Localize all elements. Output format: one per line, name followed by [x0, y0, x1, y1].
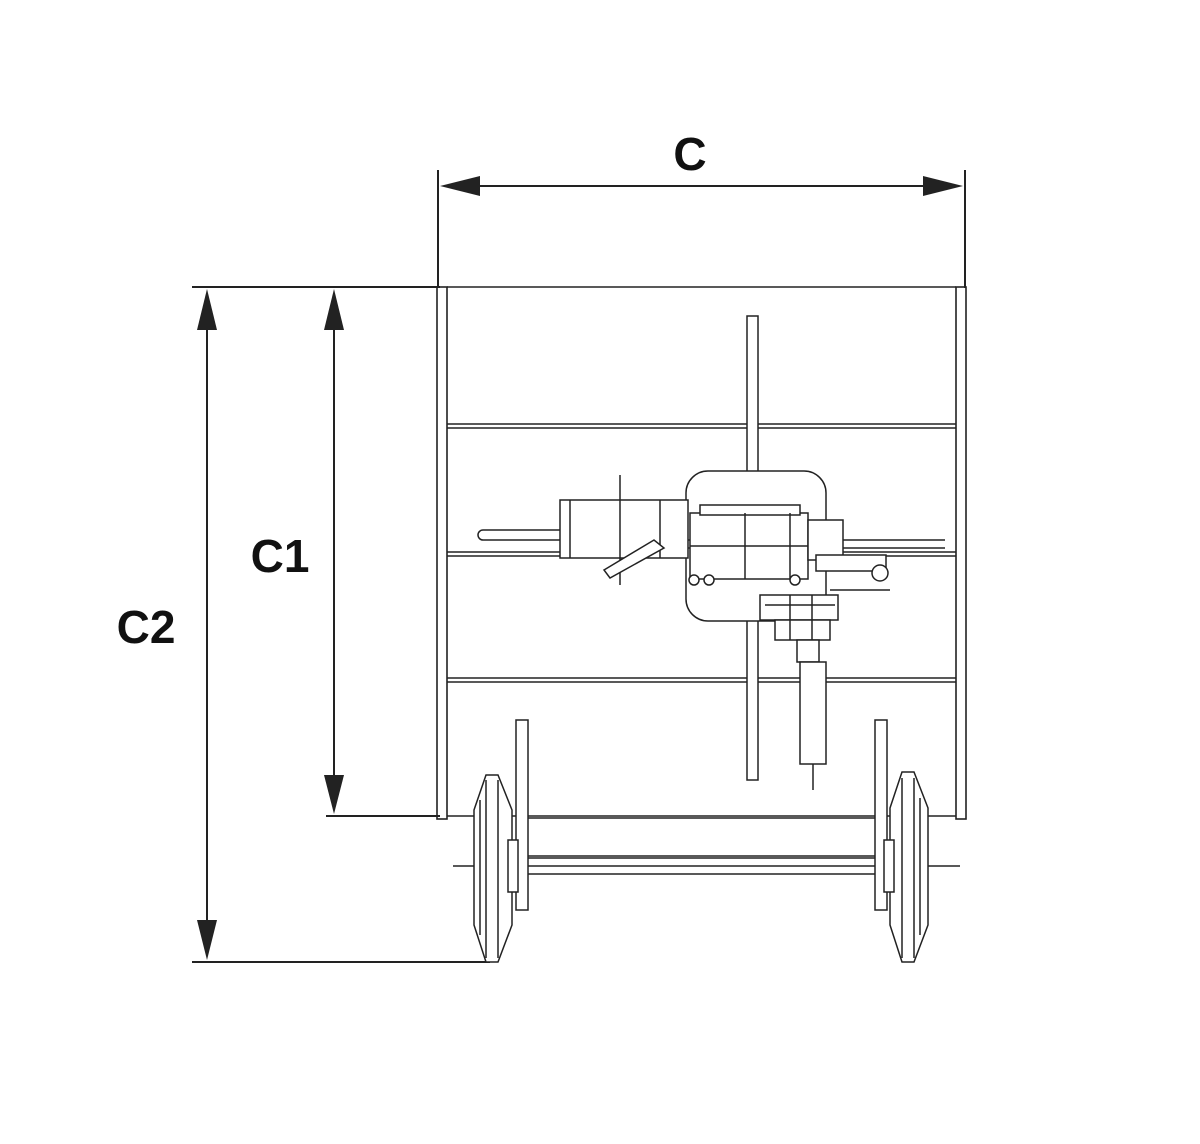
arrowhead-down: [324, 775, 344, 814]
wheel-axle: [453, 719, 960, 911]
right-wheel: [883, 771, 929, 963]
arrowhead-down: [197, 920, 217, 960]
dimension-label-c: C: [673, 128, 706, 180]
motor-mechanism: [477, 315, 945, 790]
dimension-label-c2: C2: [117, 601, 176, 653]
arrowhead-up: [324, 289, 344, 330]
dimension-c: [437, 170, 966, 288]
left-wheel: [473, 774, 519, 963]
dimension-c1: [324, 289, 440, 817]
arrowhead-left: [440, 176, 480, 196]
dimension-label-c1: C1: [251, 530, 310, 582]
arrowhead-up: [197, 289, 217, 330]
arrowhead-right: [923, 176, 963, 196]
dimension-c2: [192, 286, 490, 963]
